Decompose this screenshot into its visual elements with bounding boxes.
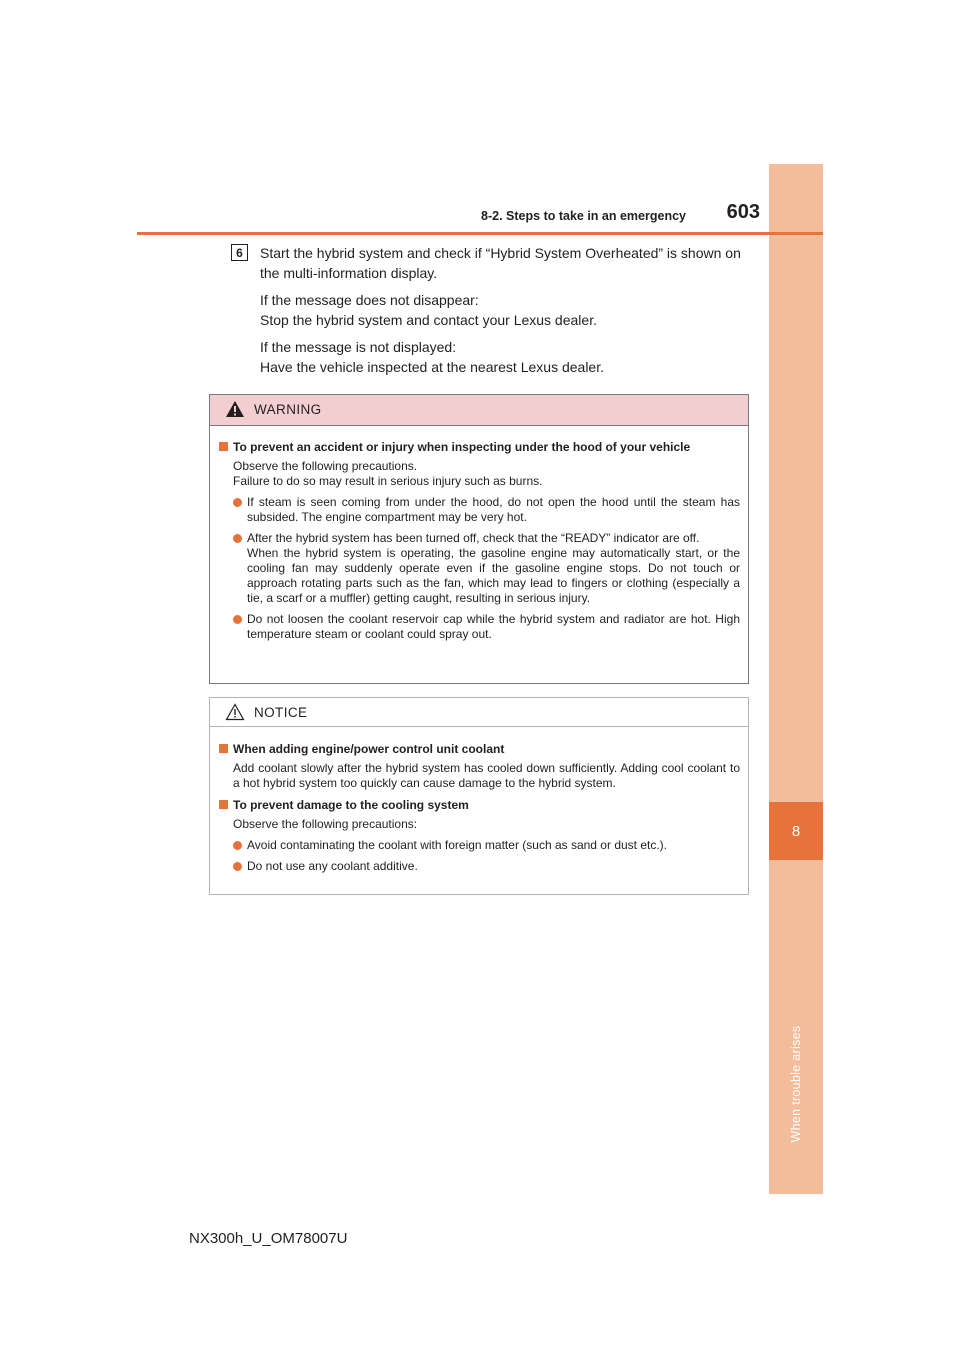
step-paragraph: If the message does not disappear: Stop … (260, 292, 597, 328)
notice-title: NOTICE (254, 705, 308, 720)
notice-heading: To prevent damage to the cooling system (219, 797, 740, 813)
notice-text: Add coolant slowly after the hybrid syst… (233, 761, 740, 790)
circle-bullet-icon (233, 615, 242, 624)
warning-heading: To prevent an accident or injury when in… (219, 439, 740, 455)
page-number: 603 (726, 201, 760, 223)
notice-bullet: Do not use any coolant additive. (233, 859, 740, 874)
section-title: 8-2. Steps to take in an emergency (481, 209, 686, 223)
chapter-side-tab: 8 When trouble arises (769, 164, 823, 1194)
notice-header: NOTICE (210, 698, 748, 727)
notice-heading: When adding engine/power control unit co… (219, 741, 740, 757)
notice-bullet: Avoid contaminating the coolant with for… (233, 838, 740, 853)
warning-title: WARNING (254, 402, 322, 417)
chapter-title: When trouble arises (789, 1025, 803, 1143)
chapter-number: 8 (769, 802, 823, 860)
document-code: NX300h_U_OM78007U (189, 1230, 348, 1247)
square-bullet-icon (219, 442, 228, 451)
warning-header: WARNING (210, 395, 748, 426)
warning-box: WARNING To prevent an accident or injury… (209, 394, 749, 684)
notice-box: NOTICE When adding engine/power control … (209, 697, 749, 895)
warning-intro: Observe the following precautions. Failu… (233, 459, 543, 488)
square-bullet-icon (219, 744, 228, 753)
step-number: 6 (231, 244, 248, 261)
step-paragraph: Start the hybrid system and check if “Hy… (260, 245, 741, 281)
warning-bullet: After the hybrid system has been turned … (233, 531, 740, 606)
circle-bullet-icon (233, 498, 242, 507)
step-text: Start the hybrid system and check if “Hy… (260, 243, 752, 384)
square-bullet-icon (219, 800, 228, 809)
header-rule (137, 232, 823, 235)
warning-triangle-icon (226, 401, 244, 417)
warning-bullet: Do not loosen the coolant reservoir cap … (233, 612, 740, 642)
circle-bullet-icon (233, 862, 242, 871)
circle-bullet-icon (233, 534, 242, 543)
notice-text: Observe the following precautions: (233, 817, 418, 831)
step-paragraph: If the message is not displayed: Have th… (260, 339, 604, 375)
circle-bullet-icon (233, 841, 242, 850)
warning-bullet: If steam is seen coming from under the h… (233, 495, 740, 525)
notice-triangle-icon (225, 703, 245, 721)
